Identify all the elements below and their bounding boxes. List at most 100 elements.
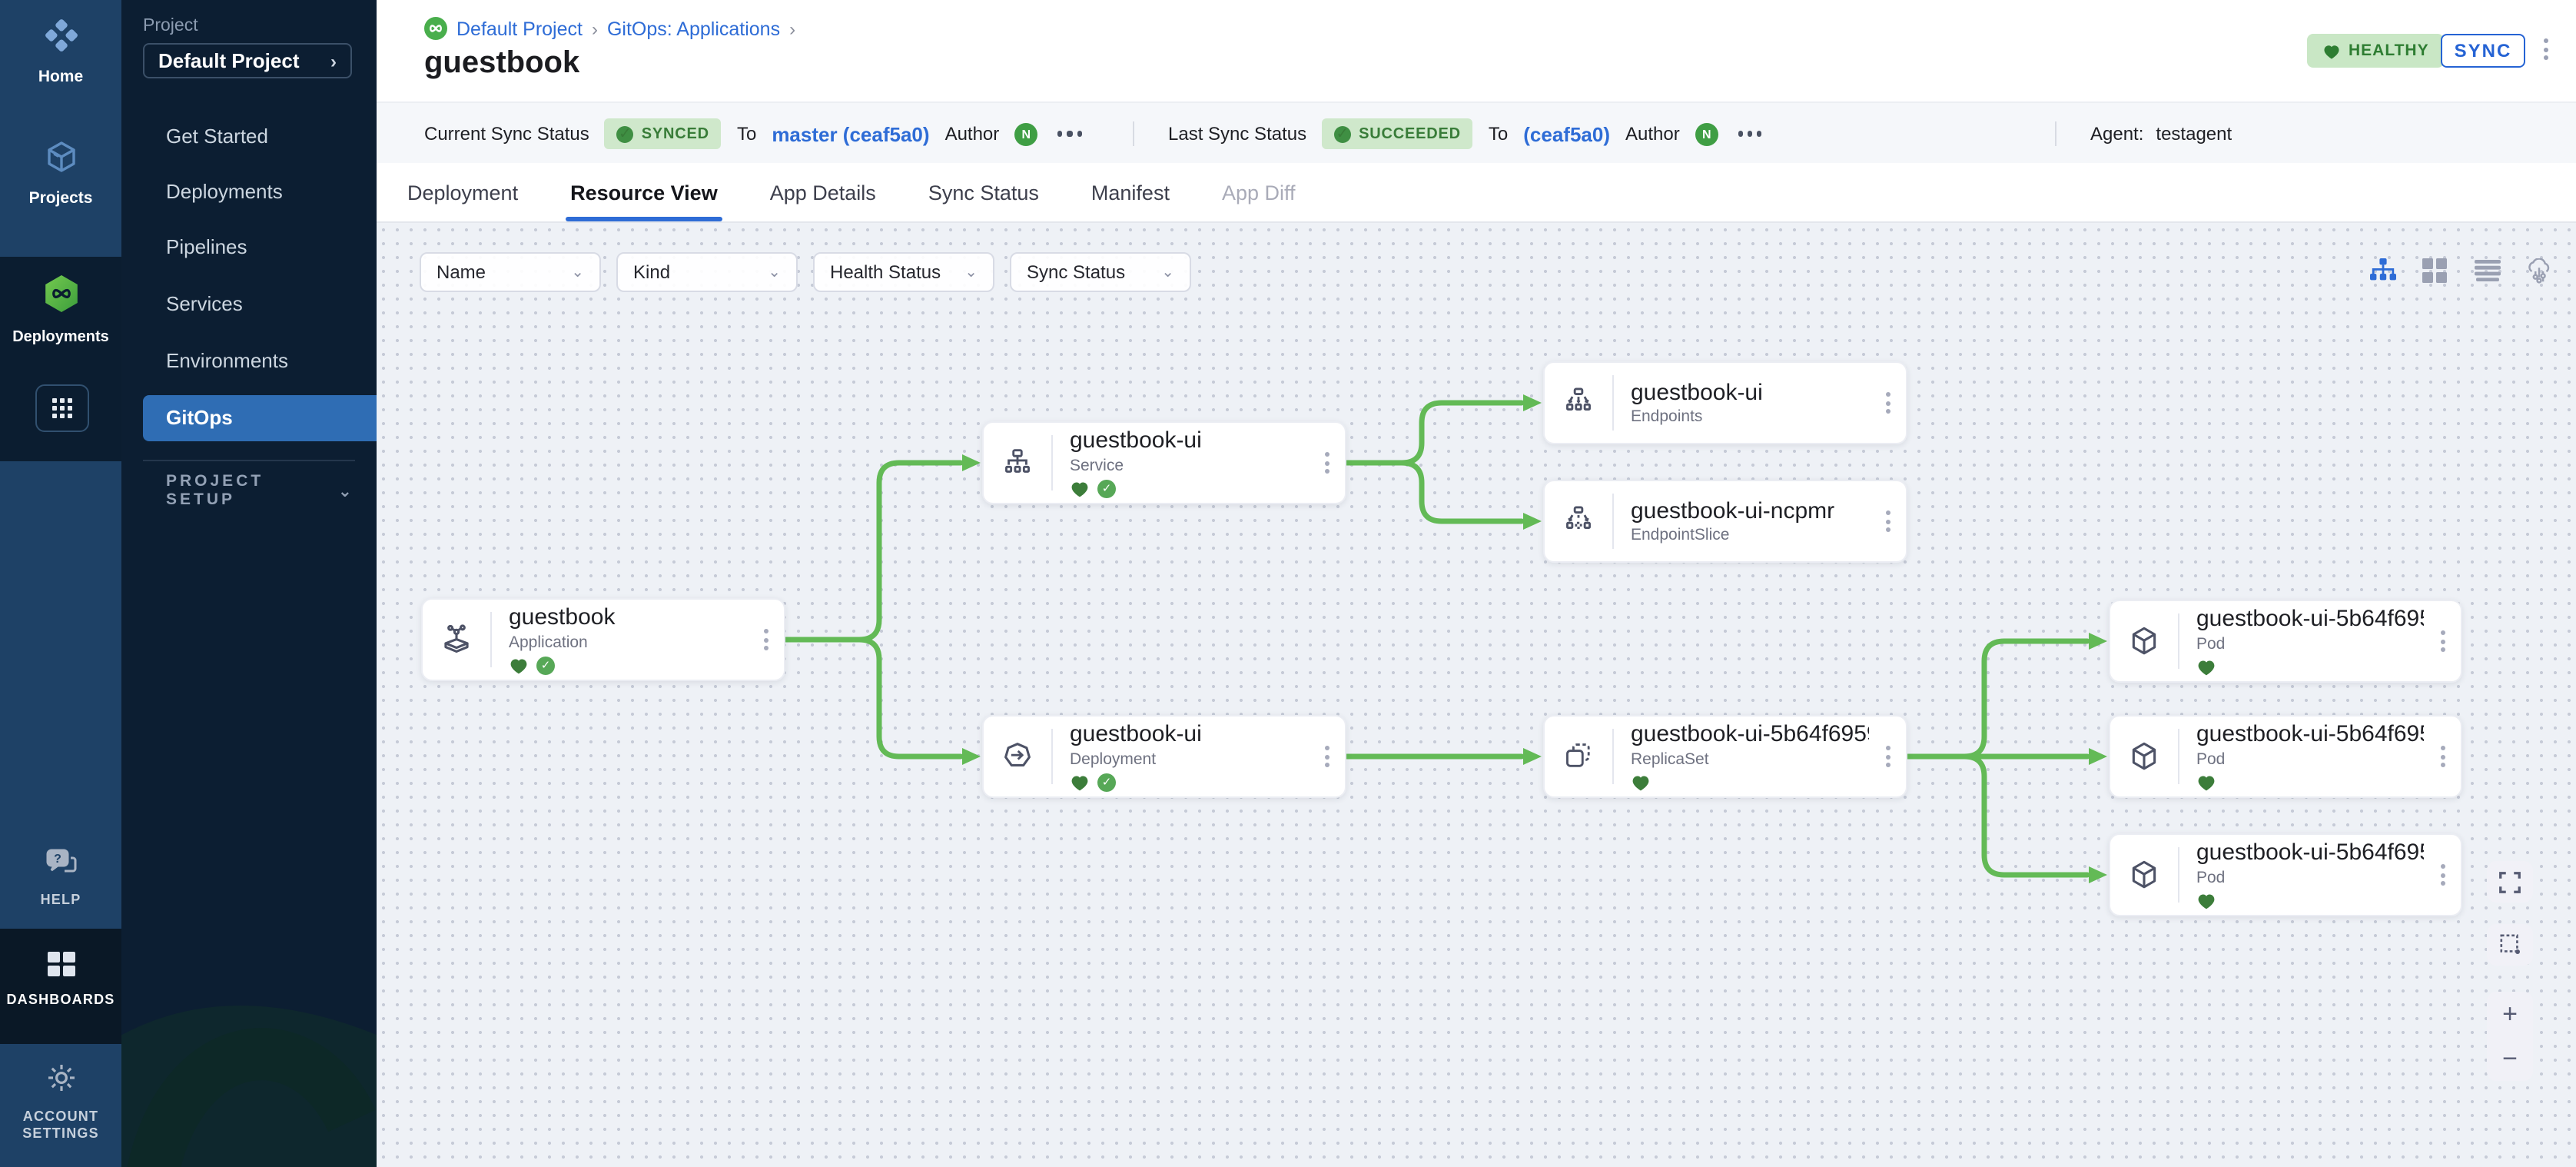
healthy-heart-icon: [2198, 893, 2215, 909]
node-endpointslice-guestbook-ui-ncpmr[interactable]: guestbook-ui-ncpmr EndpointSlice: [1543, 480, 1907, 563]
current-revision-link[interactable]: master (ceaf5a0): [772, 122, 930, 145]
rail-item-projects[interactable]: Projects: [0, 138, 121, 208]
author-avatar: N: [1014, 122, 1038, 145]
list-view-toggle[interactable]: [2473, 257, 2501, 284]
filter-health-status[interactable]: Health Status⌄: [813, 252, 994, 292]
chevron-down-icon: ⌄: [1161, 264, 1174, 281]
node-status: [2196, 657, 2424, 676]
sync-status-bar: Current Sync Status ✓ SYNCED To master (…: [377, 101, 2576, 163]
tab-sync-status[interactable]: Sync Status: [928, 181, 1039, 204]
node-kebab-menu[interactable]: [2424, 746, 2461, 767]
node-title: guestbook-ui-5b64f69597: [1631, 721, 1869, 748]
commit-details-menu[interactable]: [1053, 127, 1086, 141]
node-kind: Pod: [2196, 869, 2226, 888]
project-selector[interactable]: Default Project ›: [143, 43, 352, 78]
succeeded-badge: ✓ SUCCEEDED: [1322, 118, 1473, 149]
check-icon: ✓: [616, 125, 634, 142]
healthy-heart-icon: [2198, 775, 2215, 790]
node-title: guestbook-ui: [1631, 379, 1763, 406]
healthy-heart-icon: [1071, 481, 1088, 497]
project-section-label: Project: [143, 17, 198, 35]
pod-icon: [2110, 729, 2179, 784]
app-tabs: Deployment Resource View App Details Syn…: [377, 163, 2576, 223]
rail-item-account-settings[interactable]: ACCOUNT SETTINGS: [0, 1061, 121, 1142]
gear-icon: [44, 1061, 78, 1102]
fit-to-screen-button[interactable]: [2487, 861, 2533, 903]
commit-details-menu[interactable]: [1734, 127, 1767, 141]
grid-view-toggle[interactable]: [2421, 257, 2448, 284]
app-actions-menu[interactable]: [2541, 35, 2551, 63]
node-application-guestbook[interactable]: guestbook Application ✓: [421, 598, 785, 681]
node-service-guestbook-ui[interactable]: guestbook-ui Service ✓: [982, 421, 1346, 504]
synced-check-icon: ✓: [1097, 479, 1116, 498]
status-divider: [1133, 121, 1134, 146]
node-kind: ReplicaSet: [1631, 750, 1709, 770]
breadcrumb-link-applications[interactable]: GitOps: Applications: [606, 18, 781, 39]
sidebar-item-pipelines[interactable]: Pipelines: [166, 235, 247, 258]
to-label: To: [736, 123, 757, 145]
zoom-out-button[interactable]: −: [2502, 1044, 2518, 1073]
node-kebab-menu[interactable]: [2424, 630, 2461, 652]
current-sync-group: Current Sync Status ✓ SYNCED To master (…: [424, 103, 1086, 165]
sidebar-item-services[interactable]: Services: [166, 292, 243, 315]
harness-watermark: [121, 1006, 377, 1167]
tree-view-toggle[interactable]: [2369, 257, 2396, 284]
sidebar-item-gitops[interactable]: GitOps: [143, 395, 377, 441]
author-avatar: N: [1695, 122, 1718, 145]
node-kebab-menu[interactable]: [1869, 510, 1906, 532]
node-pod-3[interactable]: guestbook-ui-5b64f6959... Pod: [2109, 833, 2462, 916]
node-pod-1[interactable]: guestbook-ui-5b64f6959... Pod: [2109, 600, 2462, 683]
network-view-toggle[interactable]: [2525, 257, 2553, 284]
tab-app-details[interactable]: App Details: [769, 181, 876, 204]
sidebar-item-deployments[interactable]: Deployments: [166, 180, 283, 203]
rail-item-home[interactable]: Home: [0, 17, 121, 87]
filter-sync-status[interactable]: Sync Status⌄: [1010, 252, 1191, 292]
node-endpoints-guestbook-ui[interactable]: guestbook-ui Endpoints: [1543, 361, 1907, 444]
endpoints-icon: [1545, 375, 1614, 431]
rail-item-help[interactable]: ? HELP: [0, 847, 121, 909]
node-status: [1631, 773, 1869, 791]
node-pod-2[interactable]: guestbook-ui-5b64f6959... Pod: [2109, 715, 2462, 798]
tab-deployment[interactable]: Deployment: [407, 181, 519, 204]
breadcrumb-separator: ›: [789, 18, 796, 39]
node-kebab-menu[interactable]: [1308, 746, 1345, 767]
cube-icon: [42, 138, 79, 183]
node-deployment-guestbook-ui[interactable]: guestbook-ui Deployment ✓: [982, 715, 1346, 798]
sync-button[interactable]: SYNC: [2441, 34, 2525, 68]
node-replicaset-guestbook-ui-5b64f69597[interactable]: guestbook-ui-5b64f69597 ReplicaSet: [1543, 715, 1907, 798]
pod-icon: [2110, 613, 2179, 669]
tab-resource-view[interactable]: Resource View: [566, 163, 722, 221]
to-label: To: [1488, 123, 1509, 145]
node-kebab-menu[interactable]: [2424, 864, 2461, 886]
author-label: Author: [1625, 123, 1680, 145]
node-kebab-menu[interactable]: [1869, 392, 1906, 414]
module-rail: Home Projects Deployments ? HELP: [0, 0, 121, 1167]
node-kind: Endpoints: [1631, 407, 1703, 427]
zoom-in-button[interactable]: +: [2502, 999, 2518, 1029]
node-title: guestbook: [509, 604, 616, 631]
node-kebab-menu[interactable]: [1308, 452, 1345, 474]
node-kebab-menu[interactable]: [1869, 746, 1906, 767]
svg-text:?: ?: [53, 853, 61, 866]
home-icon: [42, 17, 79, 62]
filter-kind[interactable]: Kind⌄: [616, 252, 798, 292]
rail-item-deployments[interactable]: Deployments: [0, 272, 121, 347]
node-kebab-menu[interactable]: [747, 629, 784, 650]
rail-item-dashboards[interactable]: DASHBOARDS: [0, 950, 121, 1009]
last-revision-link[interactable]: (ceaf5a0): [1523, 122, 1610, 145]
sidebar-item-get-started[interactable]: Get Started: [166, 125, 268, 148]
sidebar-item-environments[interactable]: Environments: [166, 349, 288, 372]
resource-tree-canvas[interactable]: Name⌄ Kind⌄ Health Status⌄ Sync Status⌄: [377, 223, 2576, 1167]
chevron-down-icon: ⌄: [337, 482, 355, 500]
tab-app-diff[interactable]: App Diff: [1221, 181, 1296, 204]
tab-manifest[interactable]: Manifest: [1090, 181, 1170, 204]
pod-icon: [2110, 847, 2179, 903]
node-title: guestbook-ui-ncpmr: [1631, 497, 1835, 524]
module-switcher-button[interactable]: [35, 384, 89, 432]
node-kind: Pod: [2196, 750, 2226, 770]
marquee-select-button[interactable]: [2487, 924, 2533, 966]
breadcrumb-link-project[interactable]: Default Project: [456, 18, 583, 39]
filter-name[interactable]: Name⌄: [420, 252, 601, 292]
project-setup-toggle[interactable]: PROJECT SETUP ⌄: [166, 472, 355, 509]
agent-name: testagent: [2156, 123, 2232, 145]
